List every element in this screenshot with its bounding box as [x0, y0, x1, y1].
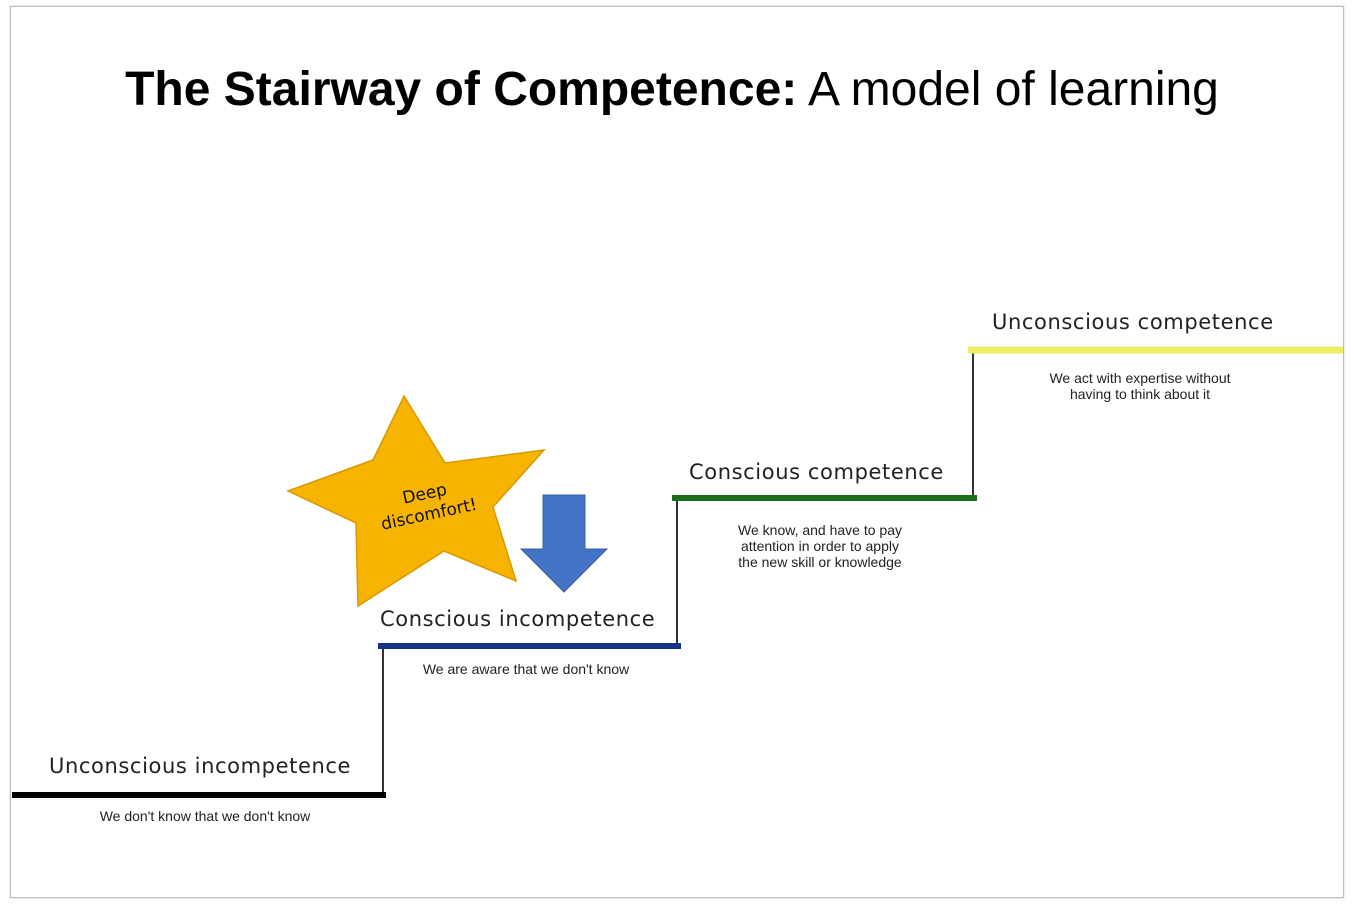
stage-description-conscious-competence: We know, and have to pay attention in or… [738, 522, 902, 570]
stage-label-conscious-competence: Conscious competence [689, 460, 944, 484]
stage-label-unconscious-incompetence: Unconscious incompetence [49, 754, 352, 778]
down-arrow-icon [519, 494, 609, 593]
stage-label-conscious-incompetence: Conscious incompetence [380, 607, 656, 631]
diagram-title: The Stairway of Competence: A model of l… [0, 62, 1344, 117]
title-subtitle: A model of learning [807, 63, 1219, 116]
stage-description-unconscious-incompetence: We don't know that we don't know [99, 808, 311, 824]
diagram-frame [10, 6, 1344, 898]
star-icon [286, 394, 546, 608]
stage-label-unconscious-competence: Unconscious competence [992, 310, 1274, 334]
title-bold: The Stairway of Competence: [125, 63, 798, 116]
stage-description-conscious-incompetence: We are aware that we don't know [422, 661, 630, 677]
stage-description-unconscious-competence: We act with expertise without having to … [1049, 370, 1231, 402]
